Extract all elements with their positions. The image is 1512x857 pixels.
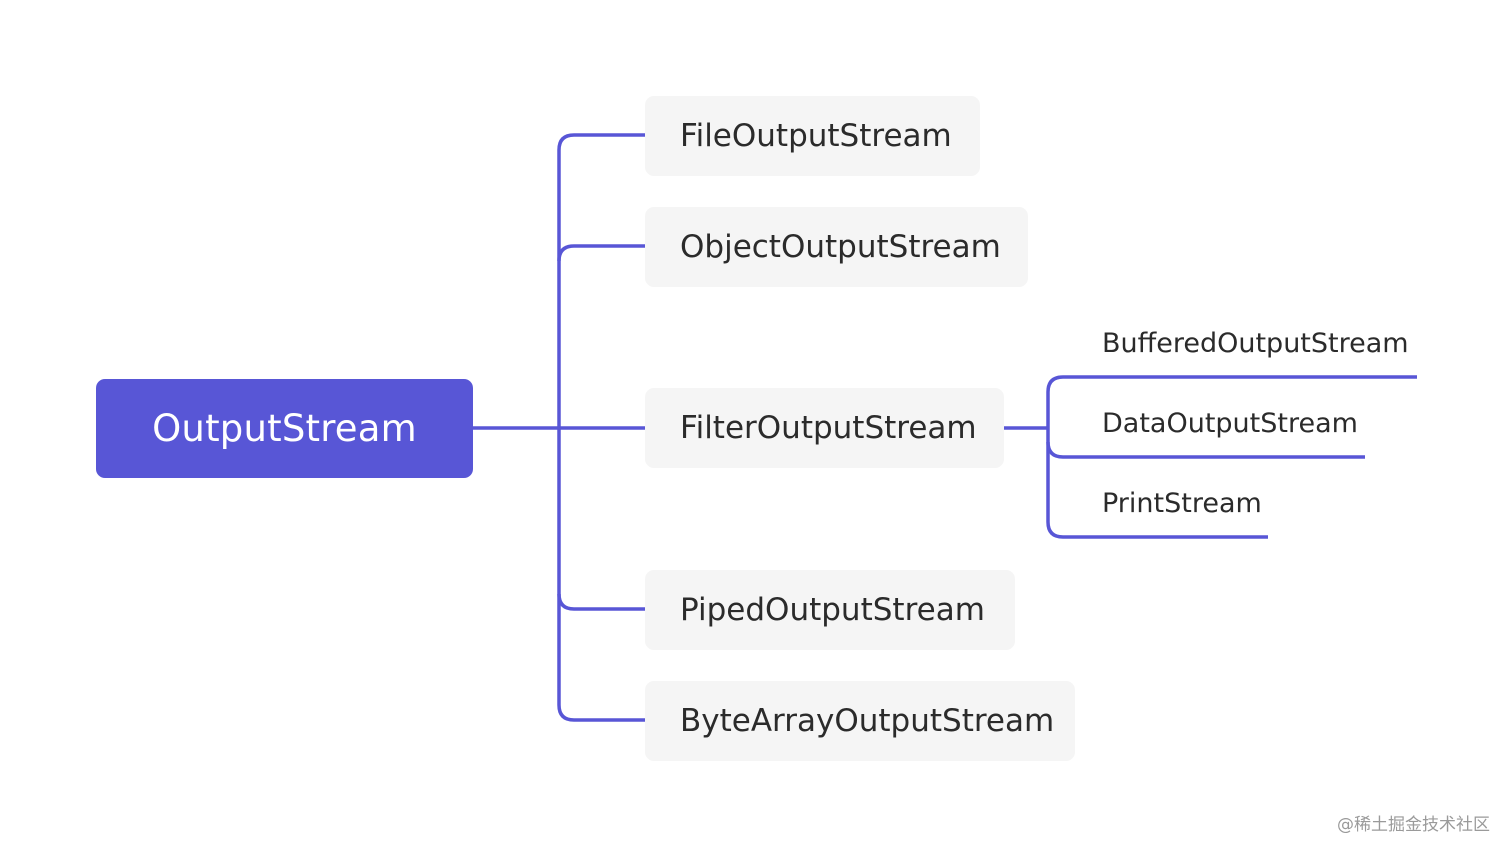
node-label: ObjectOutputStream: [680, 229, 1001, 265]
leaf-bufferedoutputstream[interactable]: BufferedOutputStream: [1102, 327, 1409, 361]
leaf-dataoutputstream[interactable]: DataOutputStream: [1102, 407, 1358, 441]
watermark: @稀土掘金技术社区: [1337, 815, 1490, 835]
node-label: PipedOutputStream: [680, 592, 985, 628]
leaf-label: DataOutputStream: [1102, 408, 1358, 439]
connector-file: [557, 133, 645, 151]
node-label: FilterOutputStream: [680, 410, 977, 446]
node-label: ByteArrayOutputStream: [680, 703, 1055, 739]
connector-buffered: [1046, 375, 1417, 393]
leaf-printstream[interactable]: PrintStream: [1102, 487, 1262, 521]
leaf-label: PrintStream: [1102, 488, 1262, 519]
node-label: FileOutputStream: [680, 118, 952, 154]
node-filteroutputstream[interactable]: FilterOutputStream: [645, 388, 1004, 468]
connector-piped: [557, 593, 645, 611]
root-node-outputstream[interactable]: OutputStream: [96, 379, 473, 478]
node-bytearrayoutputstream[interactable]: ByteArrayOutputStream: [645, 681, 1075, 761]
root-node-label: OutputStream: [152, 407, 417, 450]
node-fileoutputstream[interactable]: FileOutputStream: [645, 96, 980, 176]
node-pipedoutputstream[interactable]: PipedOutputStream: [645, 570, 1015, 650]
leaf-label: BufferedOutputStream: [1102, 328, 1409, 359]
connector-bytearray: [557, 704, 645, 722]
connector-object: [557, 244, 645, 262]
node-objectoutputstream[interactable]: ObjectOutputStream: [645, 207, 1028, 287]
connector-print: [1046, 521, 1268, 539]
connector-data: [1046, 441, 1365, 459]
